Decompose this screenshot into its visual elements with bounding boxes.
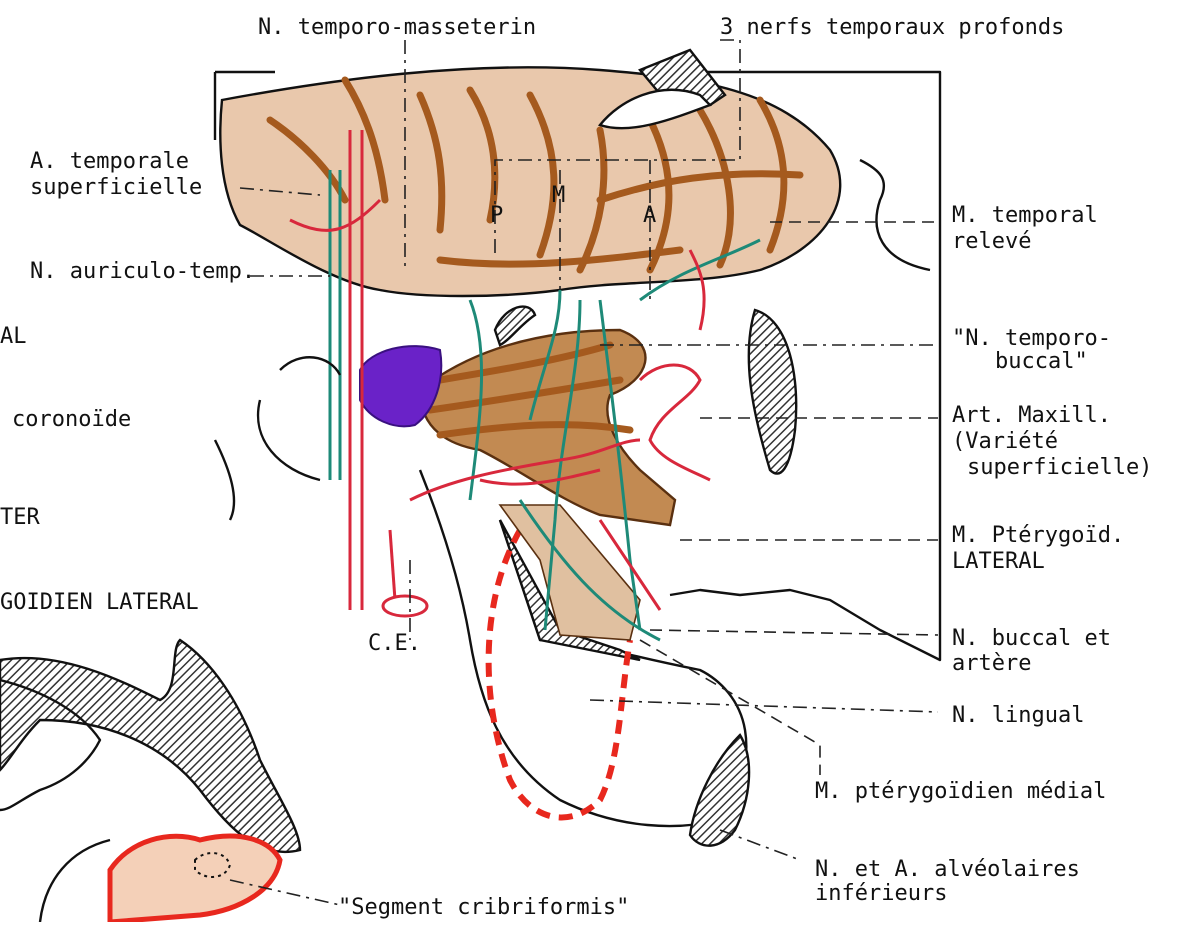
label-temporaux-profonds: 3 nerfs temporaux profonds xyxy=(720,15,1064,40)
label-temporal-releve-2: relevé xyxy=(952,229,1031,254)
label-letter-a: A xyxy=(643,203,656,228)
label-left-ter: TER xyxy=(0,505,40,530)
left-bone-outline xyxy=(215,357,340,520)
label-temporale-2: superficielle xyxy=(30,175,202,200)
label-left-goidien: GOIDIEN LATERAL xyxy=(0,590,199,615)
label-temporo-buccal-2: buccal" xyxy=(995,349,1088,374)
label-buccal-2: artère xyxy=(952,651,1031,676)
label-letter-m: M xyxy=(552,183,565,208)
label-pterygoid-lat-2: LATERAL xyxy=(952,549,1045,574)
label-ce: C.E. xyxy=(368,631,421,656)
label-buccal-1: N. buccal et xyxy=(952,626,1111,651)
label-left-coronoide: coronoïde xyxy=(12,407,131,432)
label-auriculo-temp: N. auriculo-temp. xyxy=(30,259,255,284)
zygomatic-outline xyxy=(860,160,930,270)
label-lingual: N. lingual xyxy=(952,703,1084,728)
label-pterygoid-lat-1: M. Ptérygoïd. xyxy=(952,523,1124,548)
label-art-maxill-2: (Variété xyxy=(952,429,1058,454)
label-art-maxill-3: superficielle) xyxy=(967,455,1152,480)
label-left-al: AL xyxy=(0,324,27,349)
zygoma-section xyxy=(749,310,796,474)
label-temporale-1: A. temporale xyxy=(30,149,189,174)
lower-left-bone-section xyxy=(0,640,300,852)
cribriform-region xyxy=(110,836,280,922)
label-temporal-releve-1: M. temporal xyxy=(952,203,1098,228)
label-temporo-masseterin: N. temporo-masseterin xyxy=(258,15,536,40)
label-temporo-buccal-1: "N. temporo- xyxy=(952,326,1111,351)
mandible-angle-section xyxy=(690,735,749,846)
external-carotid-stump xyxy=(383,596,427,616)
lower-arc-outline xyxy=(40,840,110,922)
label-alveolaires-2: inférieurs xyxy=(815,881,947,906)
label-pterygoid-med: M. ptérygoïdien médial xyxy=(815,779,1106,804)
label-letter-p: P xyxy=(490,203,503,228)
label-segment: "Segment cribriformis" xyxy=(338,895,629,920)
label-alveolaires-1: N. et A. alvéolaires xyxy=(815,857,1080,882)
label-art-maxill-1: Art. Maxill. xyxy=(952,403,1111,428)
